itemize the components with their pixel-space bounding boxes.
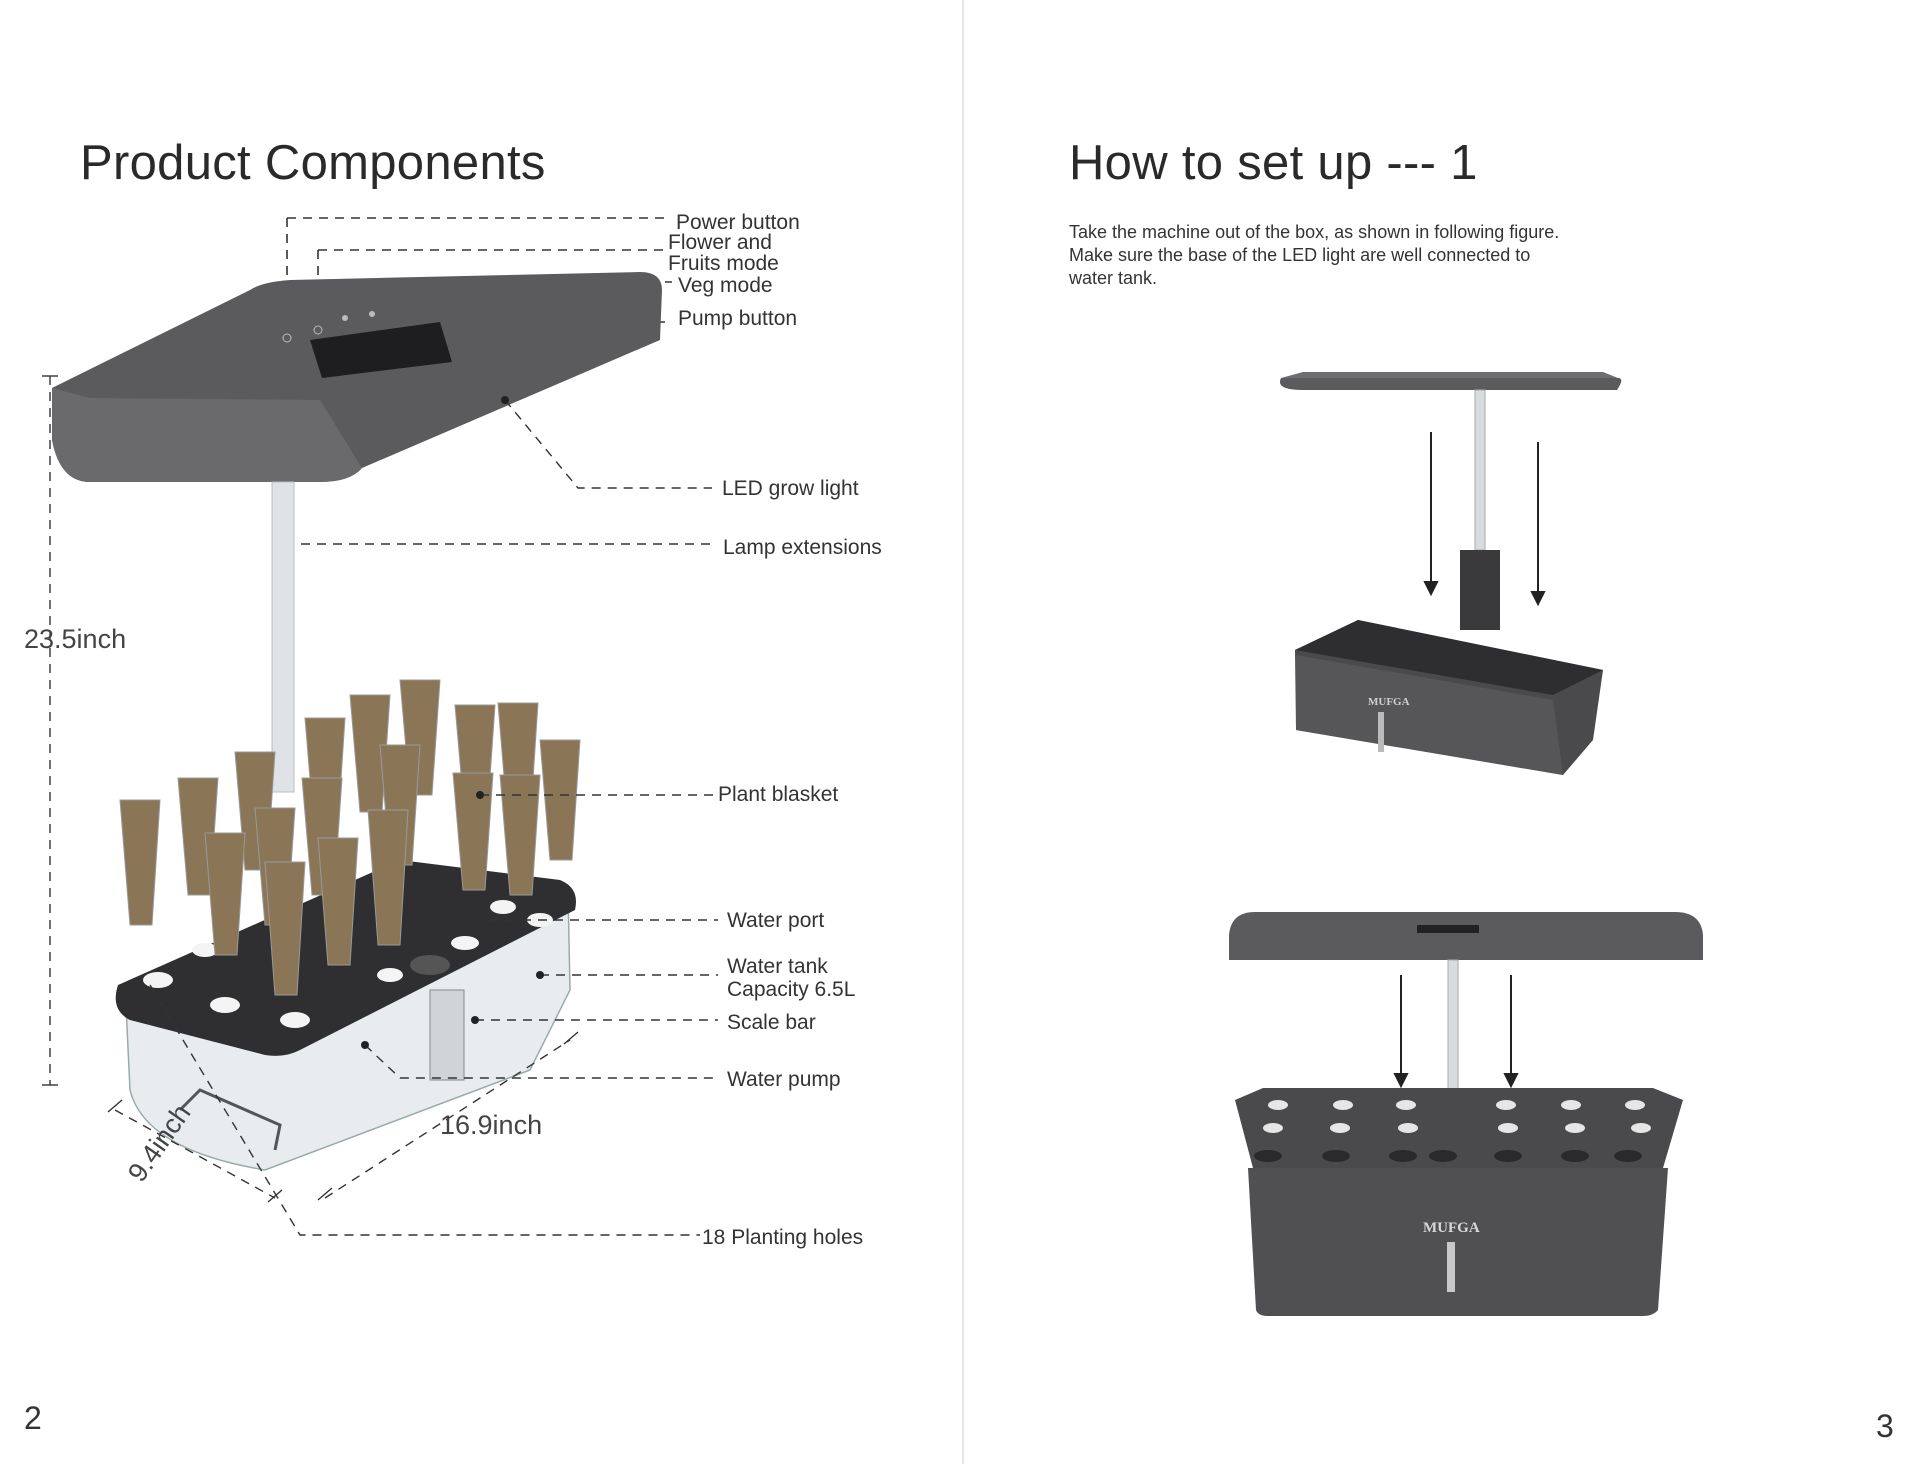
callout-water-tank-line1: Water tank (727, 955, 828, 978)
page-title: Product Components (80, 136, 546, 190)
page-divider (962, 0, 964, 1464)
brand-label: MUFGA (1423, 1220, 1480, 1236)
page-title: How to set up --- 1 (1069, 136, 1478, 190)
callout-plant-basket: Plant blasket (718, 783, 839, 806)
instruction-line: Make sure the base of the LED light are … (1069, 245, 1531, 265)
callout-power-button: Power button (676, 211, 800, 234)
dimension-length: 16.9inch (440, 1110, 543, 1140)
page-number: 2 (24, 1400, 42, 1436)
callout-water-port: Water port (727, 909, 825, 932)
callout-pump-button: Pump button (678, 307, 798, 330)
callout-veg-mode: Veg mode (678, 274, 773, 297)
callout-water-pump: Water pump (727, 1068, 841, 1091)
instruction-line: water tank. (1069, 268, 1158, 288)
callout-water-tank-line2: Capacity 6.5L (727, 978, 856, 1001)
callout-lamp-extensions: Lamp extensions (723, 536, 882, 559)
callout-planting-holes: 18 Planting holes (702, 1226, 864, 1249)
right-page: How to set up --- 1 Take the machine out… (963, 0, 1926, 1464)
led-lamp (52, 272, 662, 482)
setup-instructions: Take the machine out of the box, as show… (1069, 221, 1629, 290)
callout-led-grow-light: LED grow light (722, 477, 859, 500)
setup-illustration: MUFGA (1229, 372, 1703, 1316)
product-components-illustration (42, 217, 718, 1236)
dimension-height: 23.5inch (24, 624, 127, 654)
figure-1: MUFGA (1279, 372, 1622, 775)
instruction-line: Take the machine out of the box, as show… (1069, 222, 1560, 242)
figure-2: MUFGA (1229, 912, 1703, 1316)
callout-scale-bar: Scale bar (727, 1011, 816, 1034)
callout-flower-fruits-line1: Flower and (668, 231, 772, 254)
page-number: 3 (1876, 1408, 1894, 1444)
svg-text:MUFGA: MUFGA (1368, 696, 1410, 708)
left-page: Product Components (24, 136, 882, 1436)
callout-flower-fruits-line2: Fruits mode (668, 252, 779, 275)
